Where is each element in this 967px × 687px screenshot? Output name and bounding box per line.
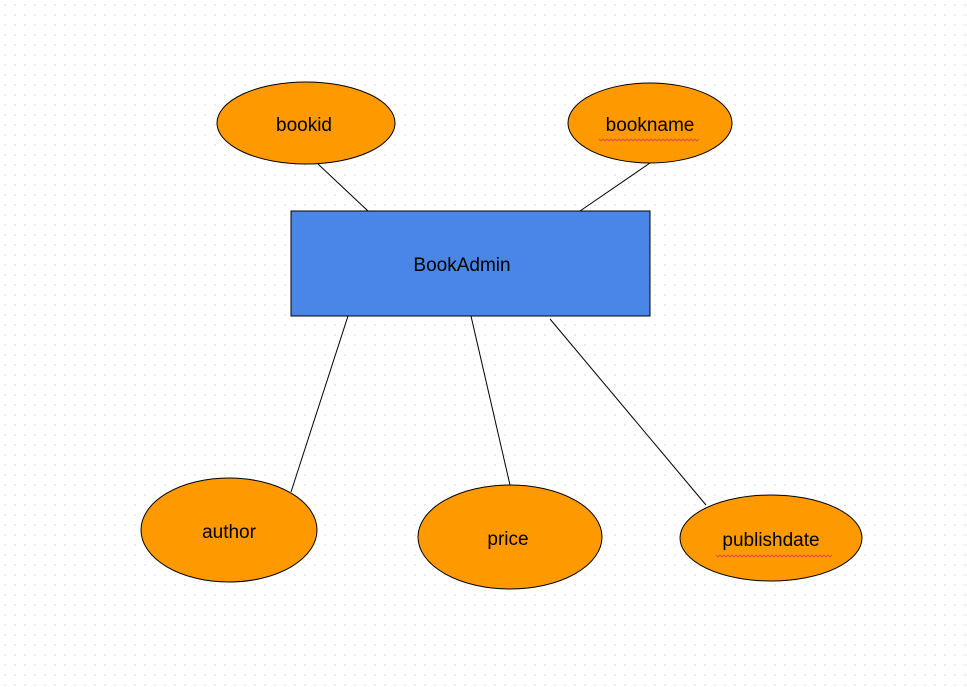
- connector-price: [470, 315, 511, 486]
- attribute-label: bookid: [276, 115, 332, 136]
- entity-box[interactable]: [290, 210, 651, 317]
- connector-author: [290, 315, 349, 493]
- connectors: [290, 162, 707, 506]
- attribute-bookid[interactable]: bookid: [216, 81, 396, 165]
- attribute-ellipse[interactable]: [417, 484, 603, 590]
- attribute-ellipse[interactable]: [216, 81, 396, 165]
- attribute-label: author: [202, 522, 257, 543]
- attribute-label: publishdate: [722, 530, 819, 551]
- spellcheck-underline: [715, 554, 833, 558]
- entity-label: BookAdmin: [413, 255, 510, 276]
- attribute-label: bookname: [606, 115, 695, 136]
- attribute-author[interactable]: author: [140, 477, 318, 583]
- entity-bookadmin[interactable]: BookAdmin: [290, 210, 651, 317]
- attribute-bookname[interactable]: bookname: [567, 82, 733, 164]
- attribute-price[interactable]: price: [417, 484, 603, 590]
- attribute-label: price: [487, 529, 528, 550]
- connector-bookname: [579, 162, 651, 212]
- attribute-ellipse[interactable]: [140, 477, 318, 583]
- attribute-ellipse[interactable]: [567, 82, 733, 164]
- connector-publishdate: [549, 318, 707, 506]
- attribute-publishdate[interactable]: publishdate: [679, 494, 863, 582]
- attribute-ellipse[interactable]: [679, 494, 863, 582]
- connector-bookid: [317, 163, 369, 212]
- spellcheck-underline: [598, 138, 700, 142]
